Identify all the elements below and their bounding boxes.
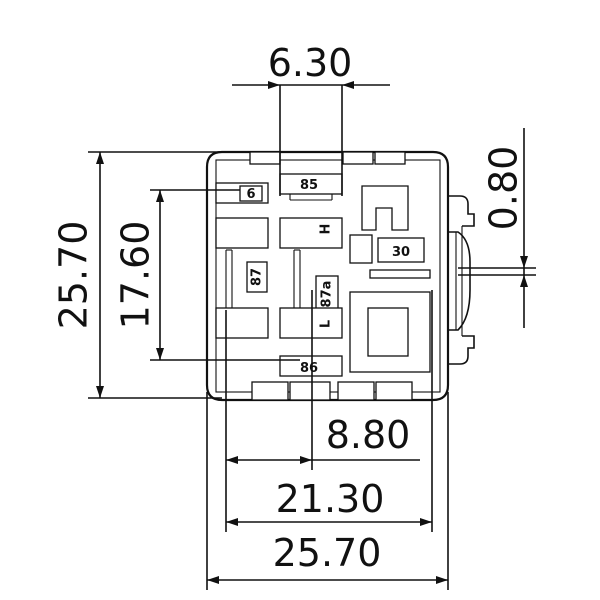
- pin-85-label: 85: [300, 178, 318, 193]
- pin-87a-label: 87a: [320, 281, 335, 308]
- dim-pin-pitch: 6.30: [232, 41, 390, 196]
- pin-l-label: L: [319, 320, 334, 328]
- left-upper-block: [215, 217, 269, 249]
- pin-h-label: H: [319, 224, 334, 235]
- right-bar: [369, 269, 431, 279]
- dim-overall-height-label: 25.70: [52, 221, 96, 330]
- pin-30-label: 30: [392, 245, 410, 260]
- pin-30-terminal: 30: [377, 237, 425, 263]
- right-large-block: [349, 291, 431, 373]
- dim-pin-pitch-label: 6.30: [268, 41, 353, 85]
- pin-87-label: 87: [250, 268, 265, 286]
- dim-pin-offset-label: 8.80: [326, 413, 411, 457]
- middle-upper-block: [279, 217, 343, 249]
- left-lower-block: [215, 307, 269, 339]
- dim-pin-span-vertical-label: 17.60: [114, 221, 158, 330]
- pin-86-terminal: 86: [279, 355, 343, 377]
- pin-87a-terminal: 87a: [315, 275, 339, 315]
- dim-tab-thickness: 0.80: [458, 128, 536, 328]
- dim-pin-span-horizontal: 21.30: [225, 290, 433, 532]
- pin-86-label: 86: [300, 361, 318, 376]
- pin-6-terminal: 6: [215, 182, 269, 204]
- dim-overall-width-label: 25.70: [273, 531, 382, 575]
- dim-tab-thickness-label: 0.80: [482, 146, 526, 231]
- dim-pin-span-horizontal-label: 21.30: [276, 477, 385, 521]
- pin-85-terminal: 85: [279, 173, 343, 201]
- top-edge-tabs: [249, 151, 406, 165]
- pin-87-terminal: 87: [246, 261, 268, 293]
- dim-overall-width: 25.70: [206, 392, 449, 590]
- right-bracket: [361, 185, 409, 231]
- bottom-edge-tabs: [251, 381, 413, 401]
- dim-pin-span-vertical: 17.60: [114, 189, 300, 361]
- dim-pin-offset: 8.80: [225, 290, 420, 470]
- side-mounting-tab: [448, 195, 475, 365]
- pin-6-label: 6: [246, 187, 255, 202]
- right-small-block: [349, 234, 373, 264]
- dim-overall-height: 25.70: [52, 151, 222, 399]
- middle-lower-block: [279, 307, 343, 339]
